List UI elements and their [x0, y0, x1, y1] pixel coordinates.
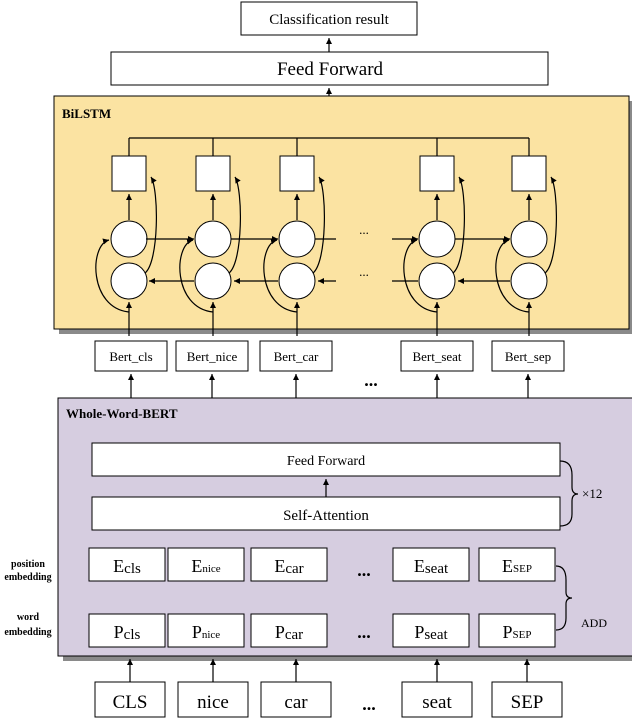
lstm-output-cell [279, 155, 315, 192]
position-embedding-box: Enice [167, 547, 245, 582]
bert-output-label: Bert_sep [505, 349, 551, 364]
lstm-backward-cell [278, 262, 316, 300]
svg-text:word: word [17, 612, 40, 623]
word-embedding-box: Pseat [392, 613, 470, 648]
svg-text:embedding: embedding [4, 627, 51, 638]
top-feed-forward-label: Feed Forward [277, 59, 384, 80]
word-embedding-box-label: Pseat [414, 622, 448, 643]
lstm-forward-cell [278, 220, 316, 258]
bilstm-columns [95, 138, 557, 336]
bert-output-label: Bert_nice [187, 349, 238, 364]
word-embedding-label: word embedding [4, 612, 51, 638]
input-token-label: car [284, 692, 308, 713]
input-ellipsis: ... [362, 694, 376, 714]
self-attention-box: Self-Attention [91, 496, 561, 531]
lstm-backward-cell [110, 262, 148, 300]
input-token-label: nice [197, 692, 229, 713]
add-brace [555, 565, 573, 631]
input-token-label: seat [422, 692, 452, 713]
input-token-box: seat [401, 659, 473, 718]
classification-result-label: Classification result [269, 12, 389, 28]
inner-feed-forward-box: Feed Forward [91, 442, 561, 477]
bert-output-label: Bert_cls [109, 349, 152, 364]
position-embedding-box-label: Eseat [414, 556, 449, 577]
word-embedding-box-label: PSEP [503, 622, 532, 642]
position-embedding-ellipsis: ... [357, 560, 371, 580]
self-attention-label: Self-Attention [283, 508, 369, 524]
position-embedding-box-label: Enice [191, 556, 220, 576]
lstm-forward-cell [510, 220, 548, 258]
word-embedding-box: PSEP [478, 613, 556, 648]
bilstm-title: BiLSTM [62, 106, 111, 121]
input-token-box: car [260, 659, 332, 718]
bert-output-label: Bert_car [274, 349, 319, 364]
lstm-forward-cell [418, 220, 456, 258]
lstm-chains: ... ... [146, 222, 510, 284]
lstm-forward-cell [110, 220, 148, 258]
lstm-output-cell [195, 155, 231, 192]
input-token-box: nice [177, 659, 249, 718]
word-embedding-box: Pcar [250, 613, 328, 648]
bilstm-column [403, 138, 465, 336]
position-embedding-box-label: Ecls [113, 556, 141, 577]
classification-result-box: Classification result [240, 1, 418, 36]
lstm-output-cell [111, 155, 147, 192]
position-embedding-box-label: Ecar [274, 556, 303, 577]
bilstm-panel: BiLSTM [53, 95, 632, 334]
position-embedding-box: Eseat [392, 547, 470, 582]
svg-text:embedding: embedding [4, 572, 51, 583]
input-token-box: CLS [94, 659, 166, 718]
svg-text:position: position [11, 559, 45, 570]
bert-output-box: Bert_car [259, 340, 333, 398]
add-label: ADD [581, 616, 607, 630]
position-embedding-box-label: ESEP [502, 556, 532, 576]
word-embedding-ellipsis: ... [357, 622, 371, 642]
position-embedding-box: ESEP [478, 547, 556, 582]
top-feed-forward-box: Feed Forward [110, 51, 549, 86]
bilstm-column [263, 138, 325, 336]
lstm-backward-cell [194, 262, 232, 300]
bilstm-column [495, 138, 557, 336]
bilstm-column [95, 138, 157, 336]
position-embedding-label: position embedding [4, 559, 51, 583]
word-embedding-box: Pcls [88, 613, 166, 648]
bilstm-ellipsis-backward: ... [359, 264, 369, 279]
position-embedding-box: Ecar [250, 547, 328, 582]
repeat-label: ×12 [582, 486, 602, 501]
word-embedding-box-label: Pnice [192, 622, 220, 642]
bert-output-box: Bert_cls [94, 340, 168, 398]
lstm-output-cell [419, 155, 455, 192]
position-embedding-box: Ecls [88, 547, 166, 582]
lstm-backward-cell [418, 262, 456, 300]
bert-output-label: Bert_seat [412, 349, 461, 364]
input-token-label: SEP [511, 692, 544, 713]
bert-output-row: Bert_cls Bert_nice Bert_car Bert_seat Bert_s… [94, 340, 565, 443]
bilstm-ellipsis-forward: ... [359, 222, 369, 237]
inner-feed-forward-label: Feed Forward [287, 454, 365, 469]
word-embedding-box-label: Pcls [114, 622, 141, 643]
bert-output-ellipsis: ... [364, 370, 378, 390]
bert-output-box: Bert_sep [491, 340, 565, 398]
word-embedding-box-label: Pcar [275, 622, 303, 643]
bert-output-box: Bert_seat [400, 340, 474, 398]
input-token-label: CLS [113, 692, 148, 713]
word-embedding-box: Pnice [167, 613, 245, 648]
bert-output-box: Bert_nice [175, 340, 249, 398]
lstm-forward-cell [194, 220, 232, 258]
input-token-box: SEP [491, 659, 563, 718]
whole-word-bert-title: Whole-Word-BERT [66, 406, 178, 421]
repeat-brace [559, 460, 579, 527]
lstm-output-cell [511, 155, 547, 192]
bilstm-column [179, 138, 241, 336]
lstm-backward-cell [510, 262, 548, 300]
embedding-rows: Ecls Enice Ecar Eseat ESEP Pcls Pnice Pcar Pseat… [88, 547, 556, 648]
input-token-row: CLS nice car seat SEP [94, 659, 563, 718]
